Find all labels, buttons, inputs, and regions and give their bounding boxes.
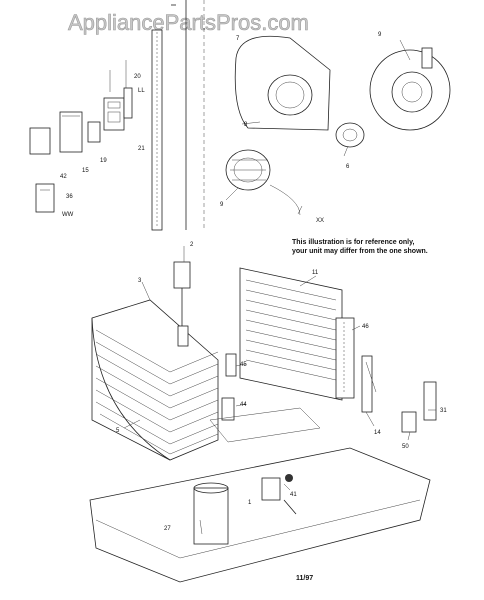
base-pan-assembly (89, 407, 431, 583)
part-label-11: 11 (312, 270, 319, 276)
base-pan (89, 447, 431, 583)
relay-part (87, 121, 101, 143)
part-label-9: 9 (220, 202, 224, 208)
condenser-coil (91, 299, 219, 461)
part-label-14: 14 (374, 430, 381, 436)
part-label-20: 20 (134, 74, 141, 80)
part-label-ww: WW (62, 212, 74, 218)
control-box-parts (29, 60, 133, 213)
part-label-45: 45 (240, 362, 247, 368)
part-label-50: 50 (402, 444, 409, 450)
part-label-9-inset: 9 (378, 32, 382, 38)
fan-bracket (173, 261, 191, 347)
part-label-44: 44 (240, 402, 247, 408)
top-panel-outline (209, 407, 321, 443)
part-label-2: 2 (190, 242, 194, 248)
blower-motor (335, 122, 365, 148)
part-label-6: 6 (346, 164, 350, 170)
part-label-xx: XX (316, 218, 324, 224)
part-label-41: 41 (290, 492, 297, 498)
cover-panel (59, 111, 83, 153)
part-label-46: 46 (362, 324, 369, 330)
part-label-15: 15 (82, 168, 89, 174)
compressor (193, 487, 229, 545)
part-label-3: 3 (138, 278, 142, 284)
right-small-parts (221, 353, 437, 433)
part-label-36: 36 (66, 194, 73, 200)
capacitor-part (35, 183, 55, 213)
notice-line-1: This illustration is for reference only, (292, 239, 414, 246)
control-board (103, 97, 125, 131)
coil-end-plate (335, 317, 355, 399)
motor-detail-inset (369, 49, 451, 131)
side-coil-panel (239, 267, 355, 401)
blower-housing (234, 35, 331, 131)
bracket-part (29, 127, 51, 155)
part-callouts: 2 3 11 46 45 44 5 14 31 50 41 1 27 7 9 8… (60, 32, 447, 532)
part-label-27: 27 (164, 526, 171, 532)
part-label-ll: LL (138, 88, 145, 94)
watermark-text: AppliancePartsPros.com (68, 10, 309, 35)
part-label-5: 5 (116, 428, 120, 434)
leader-lines (123, 121, 436, 535)
blower-assembly (225, 35, 451, 216)
part-label-1: 1 (248, 500, 252, 506)
part-label-21: 21 (138, 146, 145, 152)
notice-line-2: your unit may differ from the one shown. (292, 248, 428, 255)
date-code: 11/97 (296, 575, 313, 582)
part-label-31: 31 (440, 408, 447, 414)
rail-assembly (151, 4, 176, 231)
part-label-42: 42 (60, 174, 67, 180)
part-label-7: 7 (236, 36, 240, 42)
part-label-19: 19 (100, 158, 107, 164)
part-label-8: 8 (244, 122, 248, 128)
